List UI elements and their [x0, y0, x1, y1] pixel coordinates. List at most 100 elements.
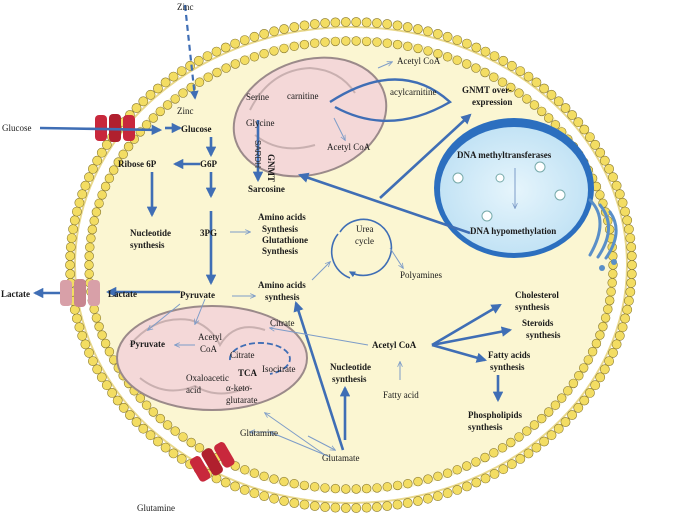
fatty-acid-label: Fatty acid	[383, 390, 419, 400]
membrane-bead	[138, 423, 149, 434]
membrane-bead	[330, 17, 341, 28]
alpha-ketoglutarate-label: α-keto-	[226, 383, 252, 393]
membrane-bead	[539, 436, 549, 447]
membrane-bead	[88, 356, 98, 366]
membrane-bead	[607, 278, 617, 288]
urea-cycle	[330, 218, 393, 279]
membrane-bead	[515, 453, 526, 464]
membrane-bead	[614, 189, 625, 200]
membrane-bead	[84, 260, 94, 270]
membrane-bead	[626, 251, 637, 261]
membrane-bead	[279, 43, 289, 54]
membrane-bead	[124, 410, 135, 420]
membrane-bead	[84, 172, 94, 183]
membrane-bead	[341, 36, 351, 46]
membrane-bead	[624, 295, 634, 306]
3pg-label: 3PG	[200, 228, 217, 238]
fatty-acids-synthesis-label: synthesis	[490, 362, 525, 372]
membrane-bead	[148, 407, 159, 417]
membrane-bead	[422, 26, 433, 37]
membrane-bead	[442, 31, 453, 42]
membrane-bead	[91, 207, 102, 217]
membrane-bead	[170, 426, 180, 436]
glutamate-label: Glutamate	[322, 453, 360, 463]
membrane-bead	[595, 330, 605, 340]
sarcosine-label: Sarcosine	[248, 184, 285, 194]
membrane-bead	[239, 35, 250, 45]
membrane-bead	[194, 443, 205, 453]
membrane-bead	[299, 480, 310, 491]
membrane-bead	[553, 423, 564, 434]
membrane-bead	[66, 233, 77, 243]
membrane-bead	[104, 173, 115, 184]
membrane-bead	[608, 172, 618, 183]
membrane-bead	[91, 313, 102, 323]
membrane-bead	[100, 181, 111, 192]
membrane-bead	[141, 400, 152, 410]
membrane-bead	[531, 77, 542, 88]
membrane-bead	[583, 355, 593, 365]
membrane-bead	[489, 468, 500, 479]
membrane-bead	[330, 483, 341, 494]
membrane-bead	[170, 94, 180, 104]
membrane-bead	[65, 251, 76, 261]
membrane-bead	[523, 71, 534, 82]
membrane-bead	[590, 380, 601, 391]
membrane-bead	[92, 155, 103, 166]
urea-label: Urea	[356, 224, 374, 234]
membrane-bead	[221, 63, 231, 73]
membrane-bead	[606, 287, 616, 297]
membrane-bead	[309, 19, 320, 29]
membrane-bead	[392, 480, 403, 491]
membrane-bead	[626, 242, 637, 252]
membrane-bead	[89, 216, 99, 226]
membrane-bead	[113, 157, 124, 167]
membrane-bead	[600, 313, 611, 323]
membrane-bead	[578, 363, 589, 373]
membrane-bead	[118, 149, 128, 160]
membrane-bead	[77, 189, 88, 200]
membrane-bead	[531, 442, 542, 453]
membrane-bead	[230, 38, 240, 49]
membrane-bead	[614, 330, 625, 341]
membrane-bead	[536, 413, 547, 424]
amino-acids-mid-label-2: synthesis	[265, 292, 300, 302]
membrane-bead	[361, 36, 372, 47]
membrane-bead	[101, 380, 112, 391]
acetyl-coa-mito-label-2: CoA	[200, 344, 218, 354]
membrane-bead	[579, 124, 590, 135]
lactate-external-label: Lactate	[1, 289, 30, 299]
membrane-bead	[107, 387, 117, 398]
membrane-bead	[94, 321, 104, 332]
membrane-bead	[269, 26, 279, 37]
nucleotide-synthesis-mid-label: Nucleotide	[330, 362, 371, 372]
membrane-bead	[432, 491, 443, 501]
membrane-bead	[412, 24, 423, 34]
membrane-bead	[620, 313, 630, 324]
membrane-bead	[68, 224, 78, 235]
membrane-bead	[97, 190, 107, 200]
membrane-bead	[563, 386, 573, 396]
glycine-label: Glycine	[246, 118, 275, 128]
membrane-bead	[471, 457, 481, 467]
membrane-bead	[279, 496, 289, 506]
membrane-bead	[574, 371, 584, 381]
membrane-bead	[514, 88, 524, 98]
glutamine-transporter	[189, 442, 235, 482]
carnitine-label: carnitine	[287, 91, 318, 101]
membrane-bead	[100, 338, 111, 349]
membrane-bead	[506, 459, 517, 470]
membrane-bead	[413, 476, 423, 487]
amino-acids-synthesis-label: Amino acids	[258, 212, 306, 222]
gnmt-overexpression-label: GNMT over-	[462, 85, 512, 95]
membrane-bead	[604, 163, 614, 174]
membrane-bead	[553, 96, 564, 107]
membrane-bead	[299, 20, 310, 31]
membrane-bead	[239, 484, 250, 495]
membrane-bead	[104, 347, 115, 357]
membrane-bead	[212, 67, 222, 78]
membrane-bead	[259, 48, 269, 59]
membrane-bead	[413, 43, 423, 54]
membrane-bead	[560, 103, 571, 113]
